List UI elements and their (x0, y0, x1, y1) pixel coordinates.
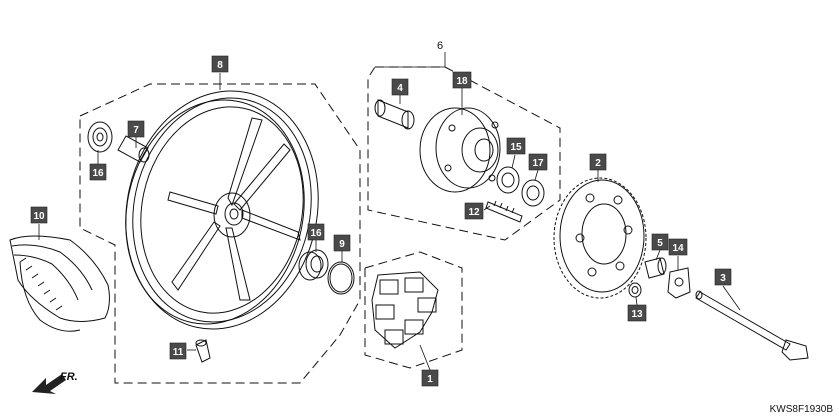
group-label: 6 (437, 40, 443, 52)
leader-lines (38, 73, 741, 371)
driven-sprocket (553, 177, 647, 299)
callout-16-left-label: 16 (92, 168, 104, 179)
group-6-bracket (375, 52, 446, 68)
air-valve (195, 339, 211, 363)
callout-8[interactable]: 8 (211, 55, 229, 73)
callout-15[interactable]: 15 (506, 137, 526, 155)
callout-14-label: 14 (672, 243, 684, 254)
wheel-group-boundary (79, 83, 361, 384)
callout-2[interactable]: 2 (589, 153, 607, 171)
damper-rubbers (371, 271, 439, 349)
callout-8-label: 8 (217, 60, 223, 71)
callout-16-right-label: 16 (310, 228, 322, 239)
callout-4[interactable]: 4 (391, 78, 409, 96)
callout-5[interactable]: 5 (651, 233, 669, 251)
left-bearing (87, 121, 113, 153)
callout-18-label: 18 (456, 76, 468, 87)
direction-label: FR. (60, 371, 78, 383)
callout-2-label: 2 (595, 158, 601, 169)
rear-axle (695, 290, 809, 361)
callout-4-label: 4 (397, 83, 403, 94)
callout-5-label: 5 (657, 238, 663, 249)
rear-wheel (125, 90, 319, 330)
callout-12[interactable]: 12 (464, 202, 484, 220)
callout-11-label: 11 (173, 347, 184, 358)
callout-9[interactable]: 9 (333, 234, 351, 252)
callout-18[interactable]: 18 (452, 71, 472, 89)
distance-collar (117, 135, 150, 163)
stud-bolt (485, 200, 523, 223)
tire-fragment (9, 235, 110, 332)
callout-12-label: 12 (468, 207, 480, 218)
callout-7[interactable]: 7 (127, 120, 145, 138)
callout-14[interactable]: 14 (668, 238, 688, 256)
damper-group-boundary (364, 251, 463, 369)
callout-17[interactable]: 17 (528, 153, 548, 171)
callout-9-label: 9 (339, 239, 345, 250)
axle-nut (628, 282, 642, 298)
collar-4 (374, 99, 415, 130)
diagram-code: KWS8F1930B (770, 404, 834, 415)
callout-3-label: 3 (720, 273, 726, 284)
collar-5 (644, 257, 667, 279)
callout-13[interactable]: 13 (627, 304, 647, 322)
callout-1-label: 1 (427, 374, 433, 385)
callout-13-label: 13 (631, 309, 643, 320)
bearing-17 (521, 179, 545, 207)
callout-16-right[interactable]: 16 (307, 223, 325, 241)
callout-10-label: 10 (33, 211, 45, 222)
front-direction-arrow: FR. (32, 371, 78, 394)
callout-3[interactable]: 3 (714, 268, 732, 286)
bearing-15 (496, 166, 520, 194)
callout-17-label: 17 (532, 158, 544, 169)
right-bearing (298, 249, 329, 281)
callout-11[interactable]: 11 (169, 342, 187, 360)
callout-16-left[interactable]: 16 (89, 163, 107, 181)
sprocket-flange (419, 107, 501, 193)
callout-1[interactable]: 1 (421, 369, 439, 387)
o-ring (327, 261, 355, 295)
callout-10[interactable]: 10 (30, 206, 48, 224)
adjuster-plate (667, 267, 691, 299)
callout-15-label: 15 (510, 142, 522, 153)
callout-7-label: 7 (133, 125, 139, 136)
